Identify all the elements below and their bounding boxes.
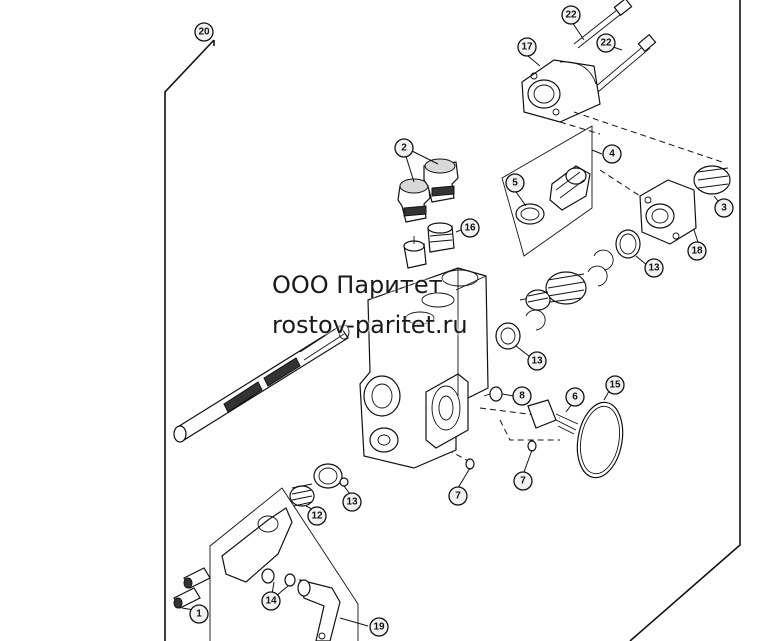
main-spring [545, 271, 587, 305]
callout-6: 6 [565, 387, 585, 407]
callout-22-lower: 22 [596, 33, 616, 53]
spool [173, 324, 350, 443]
o-ring-lower [313, 463, 349, 489]
callout-2: 2 [394, 138, 414, 158]
svg-text:13: 13 [346, 497, 358, 508]
callout-20: 20 [194, 22, 214, 42]
callout-4: 4 [602, 144, 622, 164]
check-valve-left [397, 178, 431, 223]
o-ring-upper [615, 229, 641, 259]
callout-1: 1 [189, 604, 209, 624]
bolt-long-lower [593, 33, 657, 93]
callout-14: 14 [261, 591, 281, 611]
relief-valve-group-box [501, 125, 603, 257]
watermark-company: ООО Паритет [272, 271, 443, 299]
poppet-right [427, 222, 455, 253]
callout-13-middle: 13 [527, 351, 547, 371]
small-o-rings [465, 440, 537, 470]
small-spring [527, 399, 579, 435]
svg-text:19: 19 [373, 622, 385, 633]
end-cover-housing [521, 59, 601, 123]
spool-cap [221, 507, 296, 587]
callout-19: 19 [369, 617, 389, 637]
end-cap-housing [639, 179, 697, 245]
svg-text:14: 14 [265, 596, 277, 607]
svg-text:3: 3 [721, 203, 727, 214]
svg-text:15: 15 [609, 380, 621, 391]
svg-text:7: 7 [520, 476, 526, 487]
svg-text:17: 17 [521, 42, 533, 53]
control-lever [297, 579, 341, 641]
svg-text:13: 13 [531, 356, 543, 367]
callout-17: 17 [517, 37, 537, 57]
svg-text:2: 2 [401, 143, 407, 154]
plug [483, 386, 503, 402]
o-ring-middle [495, 322, 521, 350]
spring-small [525, 289, 551, 311]
large-o-ring [576, 401, 624, 479]
svg-text:7: 7 [455, 491, 461, 502]
svg-text:1: 1 [196, 609, 202, 620]
callout-7-left: 7 [448, 486, 468, 506]
callout-8: 8 [512, 386, 532, 406]
snap-rings [525, 249, 614, 331]
svg-text:8: 8 [519, 391, 525, 402]
cap-screws [173, 567, 211, 609]
callout-15: 15 [605, 375, 625, 395]
svg-text:6: 6 [572, 392, 578, 403]
callout-12: 12 [307, 506, 327, 526]
callout-5: 5 [505, 173, 525, 193]
callout-13-upper: 13 [644, 258, 664, 278]
callout-22-upper: 22 [561, 5, 581, 25]
callout-18: 18 [687, 241, 707, 261]
svg-text:5: 5 [512, 178, 518, 189]
valve-body [359, 267, 489, 469]
check-valve-right [423, 158, 459, 203]
callout-3: 3 [714, 198, 734, 218]
callout-leaders [181, 21, 723, 627]
poppet-left [403, 236, 427, 269]
svg-text:12: 12 [311, 511, 323, 522]
callout-16: 16 [460, 218, 480, 238]
watermark-url: rostov-paritet.ru [272, 311, 468, 339]
svg-text:16: 16 [464, 223, 476, 234]
seal-ring [515, 203, 545, 225]
svg-text:20: 20 [198, 27, 210, 38]
svg-text:4: 4 [609, 149, 615, 160]
svg-text:18: 18 [691, 246, 703, 257]
svg-text:22: 22 [600, 38, 612, 49]
spool-spring [289, 483, 315, 507]
svg-text:22: 22 [565, 10, 577, 21]
callout-7-right: 7 [513, 471, 533, 491]
svg-text:13: 13 [648, 263, 660, 274]
assembly-outline [164, 0, 741, 641]
relief-cartridge [549, 165, 591, 211]
callout-13-lower: 13 [342, 492, 362, 512]
spring-cap [693, 165, 731, 195]
